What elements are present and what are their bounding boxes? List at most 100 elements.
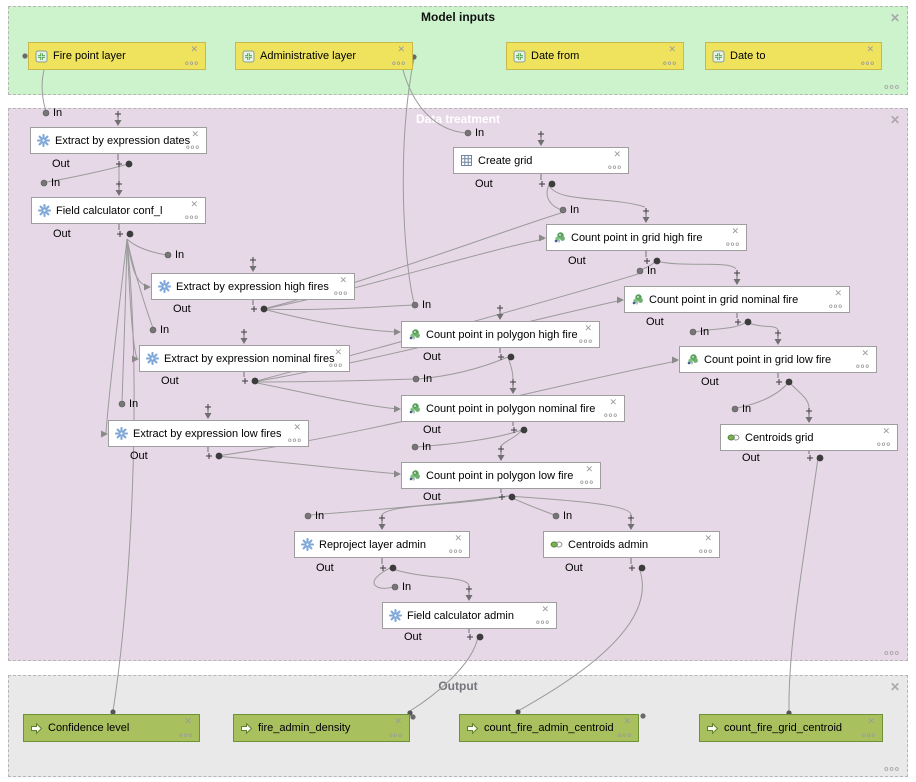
close-icon[interactable]: ✕ xyxy=(882,426,890,436)
output-count-fire-grid-centroid[interactable]: count_fire_grid_centroid✕ooo xyxy=(699,714,883,742)
options-icon[interactable]: ooo xyxy=(608,165,622,171)
close-icon[interactable]: ✕ xyxy=(866,44,874,54)
input-administrative-layer[interactable]: Administrative layer ✕ ooo xyxy=(235,42,413,70)
output-arrow-icon xyxy=(467,722,479,734)
close-icon[interactable]: ✕ xyxy=(584,323,592,333)
close-icon[interactable]: ✕ xyxy=(731,226,739,236)
output-count-fire-admin-centroid[interactable]: count_fire_admin_centroid ✕ ooo xyxy=(459,714,639,742)
alg-count-point-in-polygon-nominal-fire[interactable]: Count point in polygon nominal fire✕ooo xyxy=(401,395,625,422)
close-icon[interactable]: ✕ xyxy=(609,397,617,407)
options-icon[interactable]: ooo xyxy=(186,145,200,151)
options-icon[interactable]: ooo xyxy=(877,442,891,448)
group-data-treatment-title: Data treatment xyxy=(415,112,501,126)
alg-field-calculator-admin-out-label: Out xyxy=(404,631,422,643)
options-icon[interactable]: ooo xyxy=(449,549,463,555)
alg-extract-by-expression-low-fires-out-label: Out xyxy=(130,450,148,462)
output-fire-admin-density[interactable]: fire_admin_density✕ooo xyxy=(233,714,410,742)
options-icon[interactable]: ooo xyxy=(829,304,843,310)
options-icon[interactable]: ooo xyxy=(884,650,900,657)
alg-count-point-in-grid-high-fire[interactable]: Count point in grid high fire✕ooo xyxy=(546,224,747,251)
input-fire-point-layer-label: Fire point layer xyxy=(53,50,126,62)
alg-count-point-in-grid-high-fire-out-label: Out xyxy=(568,255,586,267)
close-icon[interactable]: ✕ xyxy=(397,44,405,54)
close-icon[interactable]: ✕ xyxy=(293,422,301,432)
options-icon[interactable]: ooo xyxy=(334,291,348,297)
options-icon[interactable]: ooo xyxy=(604,413,618,419)
close-icon[interactable]: ✕ xyxy=(454,533,462,543)
output-arrow-icon xyxy=(31,722,43,734)
output-count-fire-admin-centroid-label: count_fire_admin_centroid xyxy=(484,722,614,734)
alg-centroids-admin[interactable]: Centroids admin ✕ ooo xyxy=(543,531,720,558)
alg-centroids-grid-in-label: In xyxy=(742,403,752,415)
options-icon[interactable]: ooo xyxy=(389,733,403,739)
options-icon[interactable]: ooo xyxy=(884,766,900,773)
options-icon[interactable]: ooo xyxy=(699,549,713,555)
input-fire-point-layer[interactable]: Fire point layer ✕ ooo xyxy=(28,42,206,70)
alg-count-point-in-polygon-nominal-fire-in-label: In xyxy=(423,373,433,385)
options-icon[interactable]: ooo xyxy=(579,339,593,345)
close-icon[interactable]: ✕ xyxy=(867,716,875,726)
centroids-icon xyxy=(550,541,563,548)
close-icon[interactable]: ✕ xyxy=(334,347,342,357)
options-icon[interactable]: ooo xyxy=(179,733,193,739)
group-output-title: Output xyxy=(438,679,478,693)
output-confidence-level[interactable]: Confidence level✕ooo xyxy=(23,714,200,742)
alg-extract-by-expression-low-fires[interactable]: Extract by expression low fires✕ooo xyxy=(108,420,309,447)
alg-count-point-in-polygon-high-fire[interactable]: Count point in polygon high fire✕ooo xyxy=(401,321,600,348)
alg-extract-by-expression-dates-in-label: In xyxy=(53,107,63,119)
options-icon[interactable]: ooo xyxy=(618,733,632,739)
alg-count-point-in-grid-low-fire[interactable]: Count point in grid low fire✕ooo xyxy=(679,346,877,373)
alg-extract-by-expression-nominal-fires[interactable]: Extract by expression nominal fires✕ooo xyxy=(139,345,350,372)
close-icon[interactable]: ✕ xyxy=(834,288,842,298)
options-icon[interactable]: ooo xyxy=(185,61,199,67)
options-icon[interactable]: ooo xyxy=(288,438,302,444)
alg-centroids-admin-label: Centroids admin xyxy=(568,538,649,551)
close-icon[interactable]: ✕ xyxy=(889,680,900,694)
options-icon[interactable]: ooo xyxy=(726,242,740,248)
close-icon[interactable]: ✕ xyxy=(184,716,192,726)
options-icon[interactable]: ooo xyxy=(862,733,876,739)
alg-field-calculator-admin[interactable]: Field calculator admin✕ooo xyxy=(382,602,557,629)
options-icon[interactable]: ooo xyxy=(392,61,406,67)
options-icon[interactable]: ooo xyxy=(536,620,550,626)
close-icon[interactable]: ✕ xyxy=(668,44,676,54)
close-icon[interactable]: ✕ xyxy=(541,604,549,614)
options-icon[interactable]: ooo xyxy=(329,363,343,369)
close-icon[interactable]: ✕ xyxy=(889,113,900,127)
options-icon[interactable]: ooo xyxy=(663,61,677,67)
input-date-to[interactable]: Date to ✕ ooo xyxy=(705,42,882,70)
alg-extract-by-expression-high-fires[interactable]: Extract by expression high fires✕ooo xyxy=(151,273,355,300)
close-icon[interactable]: ✕ xyxy=(889,11,900,25)
options-icon[interactable]: ooo xyxy=(861,61,875,67)
close-icon[interactable]: ✕ xyxy=(613,149,621,159)
alg-create-grid[interactable]: Create grid ✕ ooo xyxy=(453,147,629,174)
close-icon[interactable]: ✕ xyxy=(394,716,402,726)
alg-count-point-in-polygon-low-fire[interactable]: Count point in polygon low fire✕ooo xyxy=(401,462,601,489)
alg-centroids-grid[interactable]: Centroids grid✕ooo xyxy=(720,424,898,451)
close-icon[interactable]: ✕ xyxy=(190,44,198,54)
alg-create-grid-label: Create grid xyxy=(478,154,533,167)
options-icon[interactable]: ooo xyxy=(856,364,870,370)
input-date-from[interactable]: Date from✕ooo xyxy=(506,42,684,70)
close-icon[interactable]: ✕ xyxy=(623,716,631,726)
alg-reproject-layer-admin[interactable]: Reproject layer admin✕ooo xyxy=(294,531,470,558)
close-icon[interactable]: ✕ xyxy=(191,129,199,139)
group-data-treatment[interactable]: Data treatment ✕ ooo xyxy=(8,108,908,661)
options-icon[interactable]: ooo xyxy=(884,84,900,91)
close-icon[interactable]: ✕ xyxy=(861,348,869,358)
alg-count-point-in-grid-nominal-fire-in-label: In xyxy=(647,265,657,277)
alg-extract-by-expression-dates-label: Extract by expression dates xyxy=(55,134,191,147)
close-icon[interactable]: ✕ xyxy=(704,533,712,543)
alg-count-point-in-grid-low-fire-out-label: Out xyxy=(701,376,719,388)
alg-field-calculator-conf-l[interactable]: Field calculator conf_l✕ooo xyxy=(31,197,206,224)
options-icon[interactable]: ooo xyxy=(185,215,199,221)
close-icon[interactable]: ✕ xyxy=(339,275,347,285)
input-date-to-label: Date to xyxy=(730,50,766,62)
alg-extract-by-expression-dates[interactable]: Extract by expression dates✕ ooo xyxy=(30,127,207,154)
close-icon[interactable]: ✕ xyxy=(585,464,593,474)
alg-count-point-in-grid-nominal-fire[interactable]: Count point in grid nominal fire✕ooo xyxy=(624,286,850,313)
close-icon[interactable]: ✕ xyxy=(190,199,198,209)
options-icon[interactable]: ooo xyxy=(580,480,594,486)
alg-centroids-grid-out-label: Out xyxy=(742,452,760,464)
input-administrative-layer-label: Administrative layer xyxy=(260,50,356,62)
